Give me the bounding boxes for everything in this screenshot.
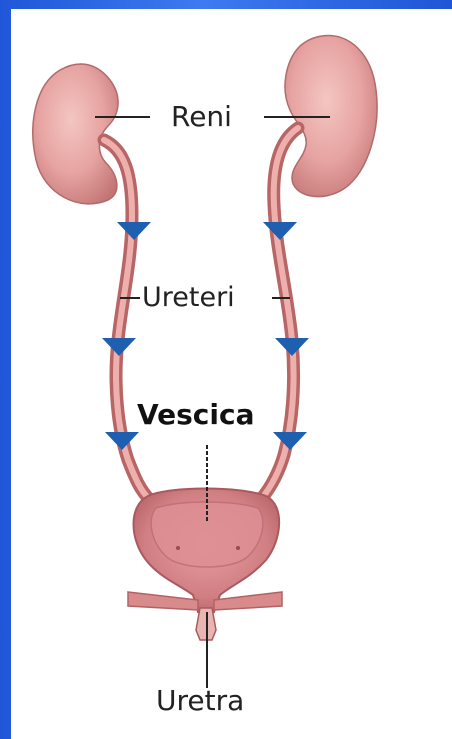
- arrow-down-icon: [273, 432, 307, 450]
- arrow-down-icon: [102, 338, 136, 356]
- kidneys-label: Reni: [168, 103, 235, 131]
- arrow-down-icon: [105, 432, 139, 450]
- arrow-down-icon: [275, 338, 309, 356]
- bladder-label: Vescica: [134, 401, 257, 429]
- ureters-label: Ureteri: [141, 284, 236, 311]
- urethra-label: Uretra: [153, 687, 247, 715]
- arrow-down-icon: [117, 222, 151, 240]
- arrow-down-icon: [263, 222, 297, 240]
